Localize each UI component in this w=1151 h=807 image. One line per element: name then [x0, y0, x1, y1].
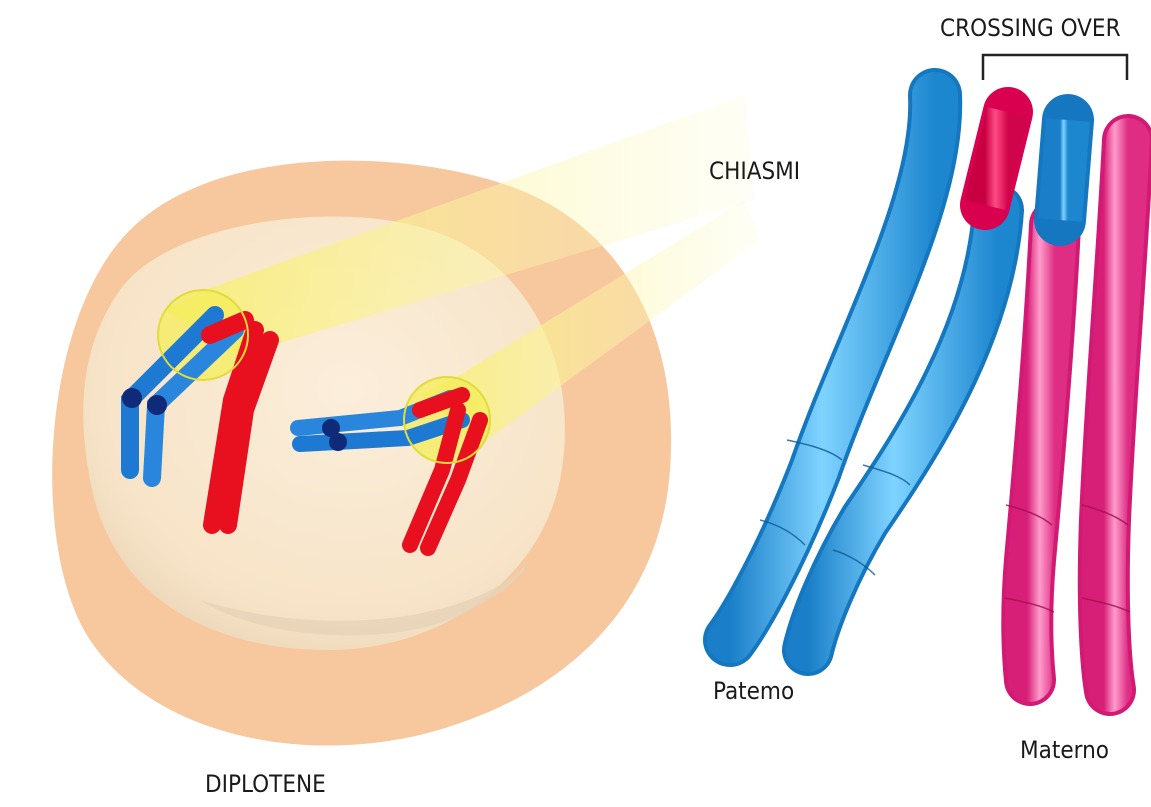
maternal-chromatid-1 [1027, 120, 1068, 680]
paterno-label: Patemo [713, 677, 794, 705]
centromere [122, 388, 142, 408]
centromere [329, 433, 347, 451]
materno-label: Materno [1020, 736, 1109, 764]
diplotene-label: DIPLOTENE [205, 770, 326, 798]
crossing-over-bracket [983, 55, 1127, 80]
maternal-chromatid-2 [1104, 140, 1128, 690]
chiasmi-label: CHIASMI [709, 157, 800, 185]
crossing-over-label: CROSSING OVER [940, 14, 1121, 42]
centromere [147, 395, 167, 415]
